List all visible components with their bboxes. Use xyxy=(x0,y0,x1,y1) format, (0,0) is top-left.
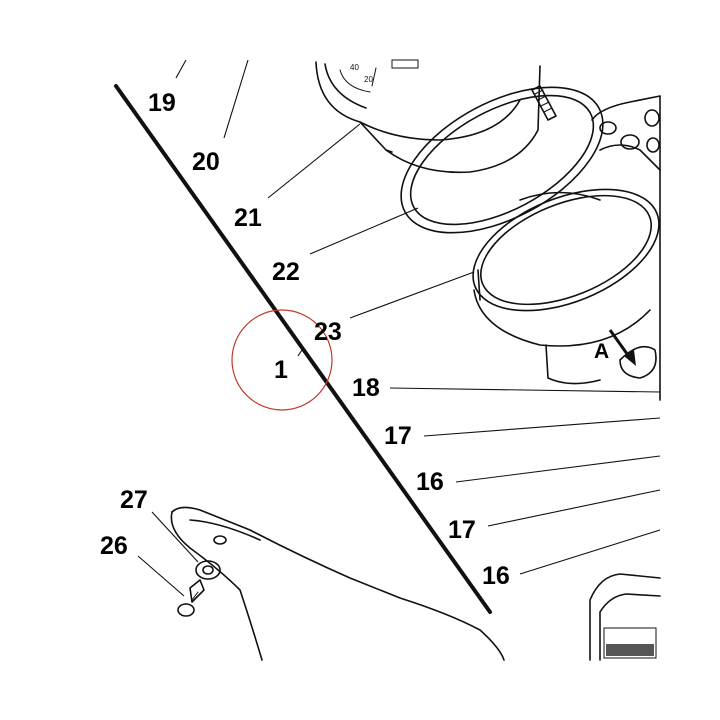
screw-26 xyxy=(177,579,205,617)
callout-17-lower: 17 xyxy=(448,516,476,544)
callout-20: 20 xyxy=(192,148,220,176)
washer-27 xyxy=(195,560,221,580)
gauge-housing: 40 20 xyxy=(315,59,541,174)
section-divider-line xyxy=(114,84,492,614)
display-unit xyxy=(589,573,661,661)
callout-26: 26 xyxy=(100,532,128,560)
o-ring-22 xyxy=(400,86,604,234)
gauge-tick-40: 40 xyxy=(350,63,359,72)
gauge-tick-20: 20 xyxy=(364,75,373,84)
callout-19: 19 xyxy=(148,89,176,117)
detail-a-label: A xyxy=(594,340,609,363)
callout-22: 22 xyxy=(272,258,300,286)
callout-27: 27 xyxy=(120,486,148,514)
detail-a-arrow xyxy=(608,329,657,379)
callout-16-lower: 16 xyxy=(482,562,510,590)
instrument-panel xyxy=(591,95,661,401)
callout-21: 21 xyxy=(234,204,262,232)
callout-18: 18 xyxy=(352,374,380,402)
callout-17-upper: 17 xyxy=(384,422,412,450)
callout-16-upper: 16 xyxy=(416,468,444,496)
gauge-cup-23 xyxy=(472,188,660,385)
leader-lines xyxy=(137,59,661,597)
threaded-stud xyxy=(531,85,557,121)
callout-1: 1 xyxy=(274,356,288,384)
callout-23: 23 xyxy=(314,318,342,346)
highlight-circle xyxy=(231,309,333,411)
